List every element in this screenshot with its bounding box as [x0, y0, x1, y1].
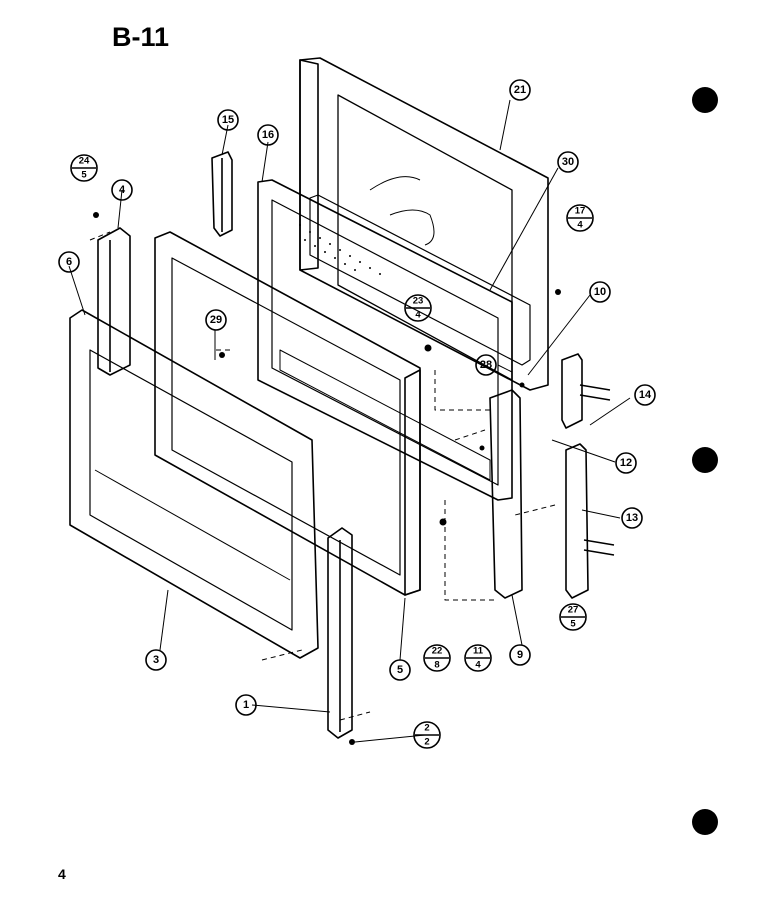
svg-text:24: 24	[79, 156, 90, 167]
side-bracket	[97, 227, 131, 376]
part-label-5: 5	[389, 659, 411, 681]
interlock-plate-upper	[561, 353, 611, 429]
svg-text:11: 11	[473, 646, 484, 657]
outer-door-frame	[69, 309, 319, 659]
part-label-9: 9	[509, 644, 531, 666]
svg-text:4: 4	[577, 220, 583, 231]
svg-text:30: 30	[562, 156, 574, 168]
part-label-10: 10	[589, 281, 611, 303]
svg-text:6: 6	[66, 256, 72, 268]
fraction-label-27-5: 275	[559, 603, 587, 631]
svg-text:10: 10	[594, 286, 606, 298]
svg-text:5: 5	[570, 619, 576, 630]
svg-text:1: 1	[243, 699, 249, 711]
hinge-bracket-top	[211, 151, 233, 237]
part-label-13: 13	[621, 507, 643, 529]
part-label-6: 6	[58, 251, 80, 273]
outer-door-panel	[299, 57, 549, 391]
fraction-label-11-4: 114	[464, 644, 492, 672]
assembly-guide-lines	[89, 231, 556, 721]
fraction-label-2-2: 22	[413, 721, 441, 749]
svg-text:17: 17	[575, 206, 586, 217]
svg-text:22: 22	[432, 646, 443, 657]
svg-text:13: 13	[626, 512, 638, 524]
fraction-label-22-8: 228	[423, 644, 451, 672]
handle-bar	[327, 527, 353, 739]
svg-text:4: 4	[475, 660, 481, 671]
door-inner-frame	[154, 231, 421, 596]
svg-text:21: 21	[514, 84, 526, 96]
svg-text:29: 29	[210, 314, 222, 326]
fraction-label-23-4: 234	[404, 294, 432, 322]
part-label-4: 4	[111, 179, 133, 201]
diagram-title: B-11	[112, 22, 170, 52]
part-labels: 21 15 16 30 4 6 10 29 28 14 12 13 3 5 9 …	[58, 79, 656, 716]
part-label-12: 12	[615, 452, 637, 474]
fraction-label-17-4: 174	[566, 204, 594, 232]
part-label-28: 28	[475, 354, 497, 376]
svg-text:12: 12	[620, 457, 632, 469]
svg-text:2: 2	[424, 723, 429, 734]
latch-strip	[489, 389, 523, 599]
fraction-labels: 245 174 234 275 228 114 22	[70, 154, 594, 749]
fraction-label-24-5: 245	[70, 154, 98, 182]
svg-text:9: 9	[517, 649, 523, 661]
svg-text:28: 28	[480, 359, 492, 371]
svg-text:8: 8	[434, 660, 439, 671]
svg-text:4: 4	[119, 184, 126, 196]
part-label-21: 21	[509, 79, 531, 101]
part-label-30: 30	[557, 151, 579, 173]
interlock-plate-lower	[565, 443, 615, 599]
svg-text:27: 27	[568, 605, 579, 616]
svg-text:5: 5	[81, 170, 87, 181]
part-label-15: 15	[217, 109, 239, 131]
svg-text:3: 3	[153, 654, 159, 666]
part-label-16: 16	[257, 124, 279, 146]
svg-text:23: 23	[413, 296, 424, 307]
part-label-3: 3	[145, 649, 167, 671]
svg-text:14: 14	[639, 389, 652, 401]
leader-lines	[68, 99, 631, 743]
fasteners	[93, 212, 561, 745]
svg-text:15: 15	[222, 114, 234, 126]
svg-text:5: 5	[397, 664, 403, 676]
page-number: 4	[58, 866, 66, 882]
part-label-14: 14	[634, 384, 656, 406]
binder-holes	[692, 87, 718, 835]
svg-text:4: 4	[415, 310, 421, 321]
part-label-29: 29	[205, 309, 227, 331]
svg-text:16: 16	[262, 129, 274, 141]
svg-text:2: 2	[424, 737, 429, 748]
part-label-1: 1	[235, 694, 257, 716]
door-seal-gasket	[309, 194, 531, 366]
